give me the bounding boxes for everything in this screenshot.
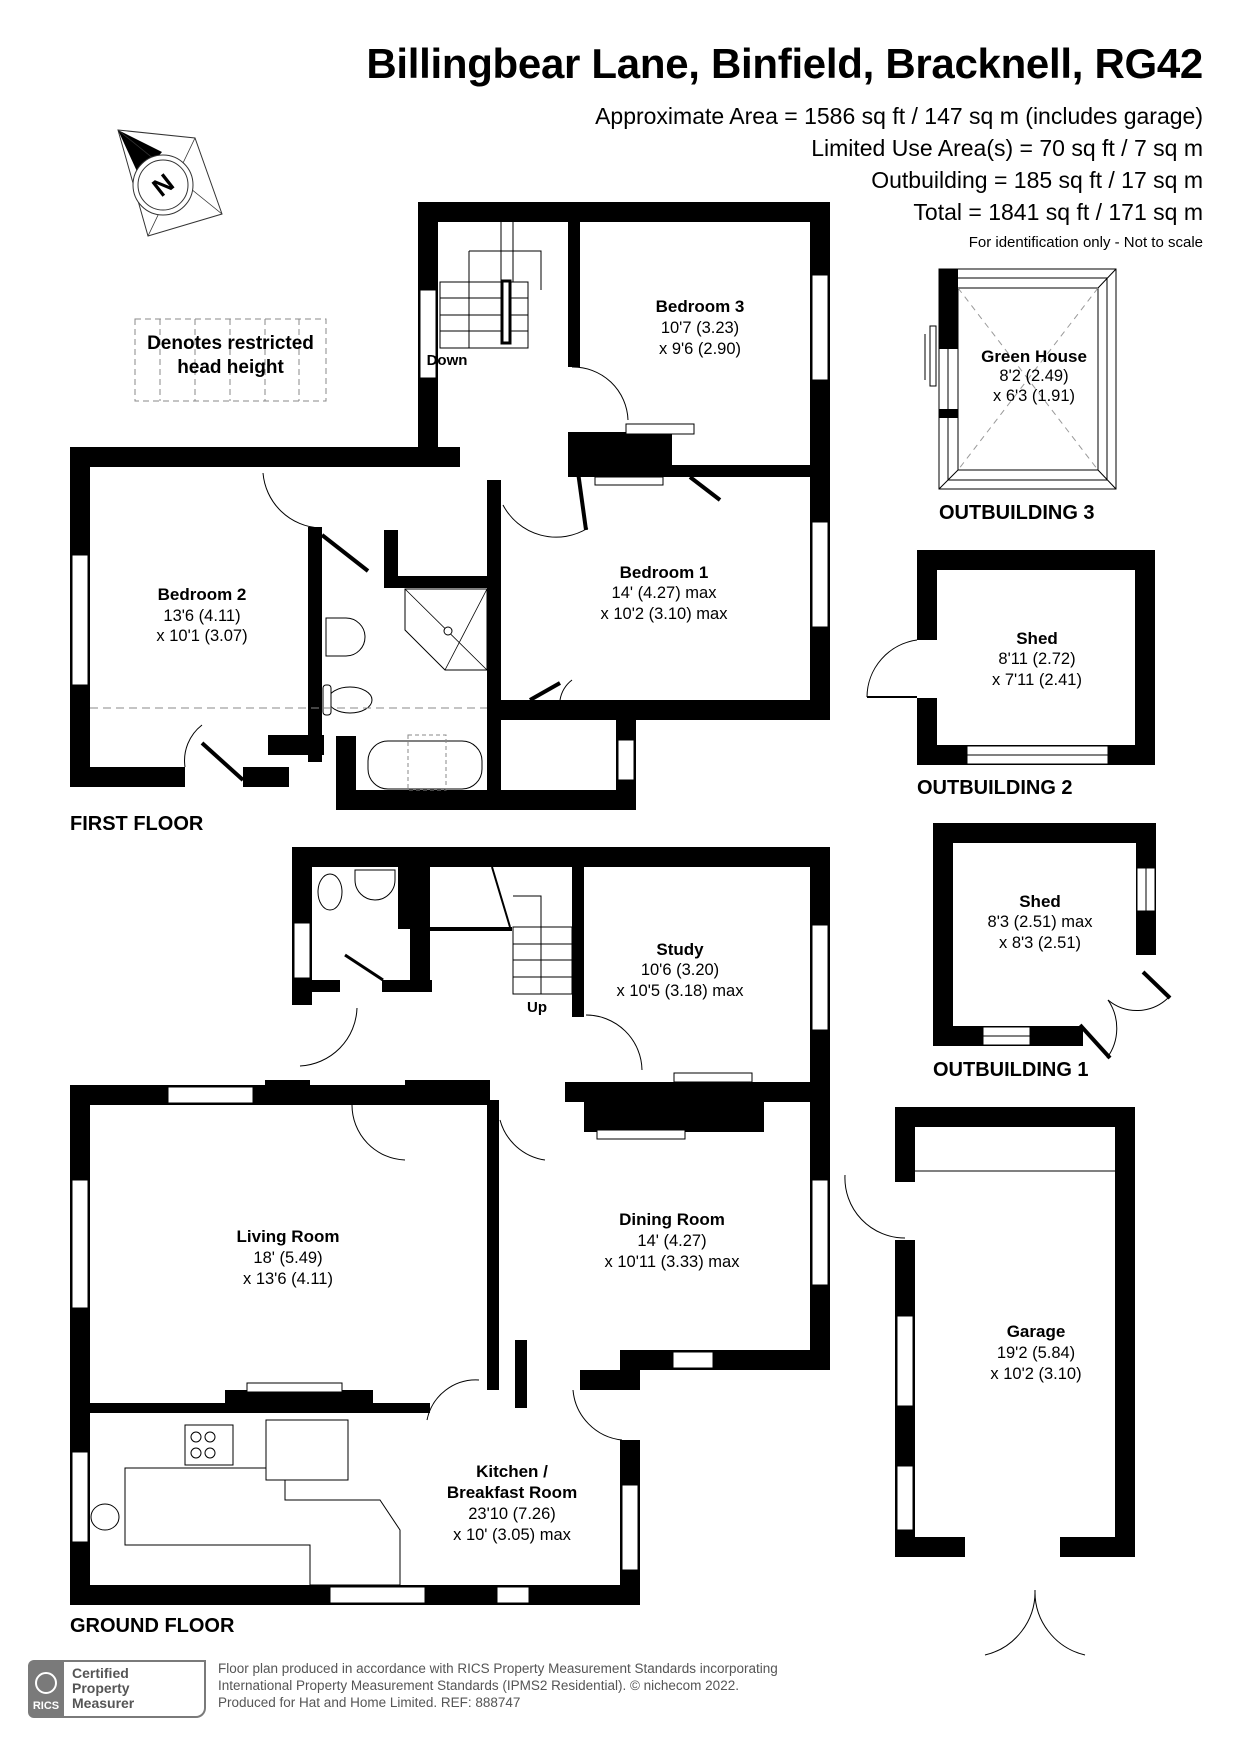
room-name: Study [656,940,704,959]
certified-measurer-text: Certified Property Measurer [64,1660,206,1718]
room-dim: x 10'2 (3.10) [990,1365,1081,1383]
legend-line-1: Denotes restricted [147,333,314,354]
room-dim: x 9'6 (2.90) [659,340,741,358]
approx-area: Approximate Area = 1586 sq ft / 147 sq m… [595,103,1203,129]
outbuilding-3-label: OUTBUILDING 3 [939,502,1095,524]
room-dim: 8'11 (2.72) [998,650,1075,668]
room-dim: x 10'2 (3.10) max [601,605,729,623]
legend-line-2: head height [177,357,284,378]
room-name: Dining Room [619,1210,725,1229]
outbuilding-2-label: OUTBUILDING 2 [917,777,1073,799]
dashed-grid-icon [134,318,327,402]
footer-notes: Floor plan produced in accordance with R… [218,1660,778,1711]
room-name: Shed [1016,629,1058,648]
restricted-height-legend: Denotes restricted head height [134,318,327,402]
room-name: Living Room [237,1227,340,1246]
room-dim: 10'7 (3.23) [661,319,739,337]
room-dim: x 10'1 (3.07) [156,627,247,645]
disclaimer: For identification only - Not to scale [968,234,1203,251]
room-dim: x 6'3 (1.91) [993,387,1075,405]
room-name: Garage [1007,1322,1066,1341]
room-name-line2: Breakfast Room [447,1483,577,1502]
area-summary: Approximate Area = 1586 sq ft / 147 sq m… [595,100,1203,256]
rics-badge: RICS Certified Property Measurer [28,1660,206,1718]
room-dim: 18' (5.49) [253,1249,322,1267]
stairs-down-label: Down [427,352,468,369]
ground-floor-plan [70,847,1135,1656]
room-dim: x 13'6 (4.11) [243,1270,333,1288]
room-dim: 14' (4.27) [637,1232,706,1250]
room-name: Green House [981,347,1087,366]
room-name: Shed [1019,892,1061,911]
room-name: Bedroom 2 [158,585,247,604]
room-name: Kitchen / [476,1462,548,1481]
room-dim: 14' (4.27) max [612,584,718,602]
footer-line-1: Floor plan produced in accordance with R… [218,1661,778,1676]
room-dim: 8'2 (2.49) [999,367,1068,385]
rics-logo: RICS [28,1660,64,1718]
room-dim: 23'10 (7.26) [468,1505,556,1523]
footer: RICS Certified Property Measurer Floor p… [28,1660,778,1718]
total-area: Total = 1841 sq ft / 171 sq m [913,199,1203,225]
shed-1-plan [933,823,1172,1060]
footer-line-3: Produced for Hat and Home Limited. REF: … [218,1695,521,1710]
stairs-up-label: Up [527,999,547,1016]
room-name: Bedroom 1 [620,563,709,582]
limited-use-area: Limited Use Area(s) = 70 sq ft / 7 sq m [811,135,1203,161]
footer-line-2: International Property Measurement Stand… [218,1678,739,1693]
room-dim: 8'3 (2.51) max [988,913,1094,931]
room-name: Bedroom 3 [656,297,745,316]
greenhouse-plan [924,268,1117,490]
property-title: Billingbear Lane, Binfield, Bracknell, R… [366,40,1203,87]
compass-icon: N [117,129,223,237]
room-dim: x 8'3 (2.51) [999,934,1081,952]
ground-floor-label: GROUND FLOOR [70,1615,235,1637]
room-dim: 13'6 (4.11) [163,607,240,625]
shed-2-plan [866,550,1155,765]
room-dim: x 10'5 (3.18) max [617,982,745,1000]
first-floor-plan [70,202,830,810]
room-dim: 19'2 (5.84) [997,1344,1075,1362]
room-dim: x 10'11 (3.33) max [605,1253,741,1271]
first-floor-label: FIRST FLOOR [70,813,204,835]
room-dim: x 7'11 (2.41) [992,671,1082,689]
outbuilding-1-label: OUTBUILDING 1 [933,1059,1089,1081]
room-dim: x 10' (3.05) max [453,1526,572,1544]
room-dim: 10'6 (3.20) [641,961,719,979]
outbuilding-area: Outbuilding = 185 sq ft / 17 sq m [871,167,1203,193]
lion-icon [35,1672,57,1694]
